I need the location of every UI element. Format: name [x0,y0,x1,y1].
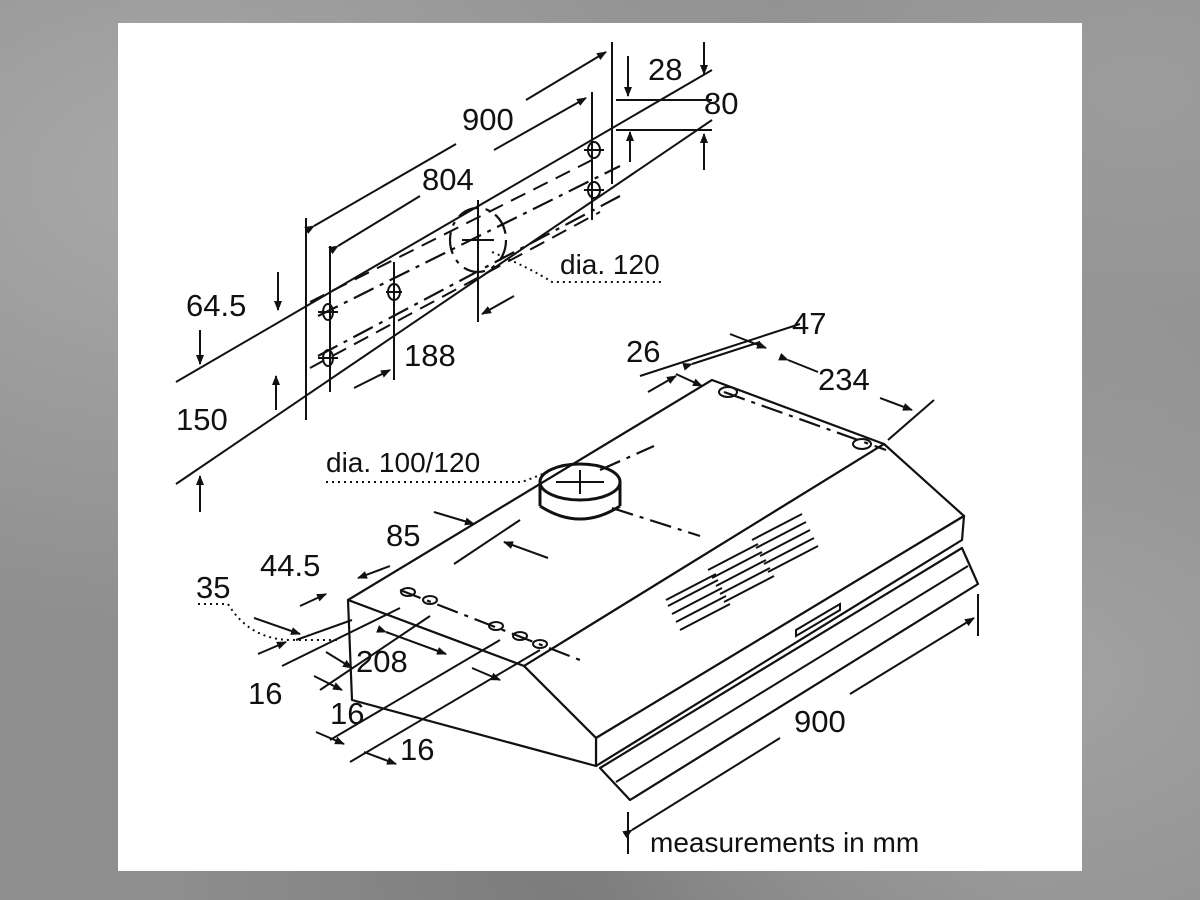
arrow-85-b [503,541,549,559]
label-150: 150 [176,402,228,437]
arrow-234-b [879,397,913,411]
hole-axis-lower [317,195,621,357]
top-axis-line [723,390,887,452]
ext-16-b [319,615,431,691]
dim-900-right [525,51,607,101]
hood-hole-2 [422,595,438,605]
label-804: 804 [422,162,474,197]
arrow-234-a [778,352,819,373]
ext-16-a [281,607,401,667]
label-188: 188 [404,338,456,373]
dim-900-bottom-right [849,617,975,695]
arrow-85-a [433,511,475,526]
label-900-bottom: 900 [794,704,846,739]
arrow-35-b [257,641,287,655]
cooker-hood-drawing: 47 26 234 dia. 100/120 85 44.5 35 208 16… [196,306,980,858]
label-208: 208 [356,644,408,679]
ext-85 [453,519,521,565]
hood-bottom-lip [598,546,980,802]
label-16-a: 16 [248,676,282,711]
collar-axis-a [611,506,701,538]
arrow-16-b [471,667,501,681]
label-16-c: 16 [400,732,434,767]
label-80: 80 [704,86,738,121]
arrow-47 [682,341,761,371]
exhaust-circle-120 [448,206,508,274]
exhaust-collar-cross [556,470,604,494]
hole-row-lower [309,211,601,369]
label-28: 28 [648,52,682,87]
label-35: 35 [196,570,230,605]
arrow-16-d [363,751,397,765]
label-85: 85 [386,518,420,553]
ext-234 [887,399,935,441]
label-16-b: 16 [330,696,364,731]
measurements-note: measurements in mm [650,827,919,858]
hood-hole-rear-right [852,438,872,450]
ext-16-c [329,639,501,741]
hood-lip-edge [615,565,969,783]
ext-35 [295,619,353,641]
arrow-26 [675,373,703,387]
hood-hole-4 [512,631,528,641]
wall-ref-line-2 [175,119,713,485]
hole-crosses [318,149,604,359]
arrow-16-a [313,675,343,691]
dim-900-bottom-left [622,737,781,839]
label-26: 26 [626,334,660,369]
exhaust-center-cross [462,226,494,254]
label-44-5: 44.5 [260,548,320,583]
hole-row-upper [309,155,601,303]
arrow-35 [253,617,301,635]
arrow-44-5-b [299,593,327,607]
label-47: 47 [792,306,826,341]
arrow-26-b [647,375,677,393]
vent-grille [665,513,819,631]
ext-26 [639,323,801,377]
dim-900-left [304,143,457,234]
arrow-188-b [481,295,515,315]
arrow-208-b [325,651,353,669]
dia-35-leader [198,603,340,641]
label-dia-120: dia. 120 [560,249,660,280]
ext-16-d [349,649,541,763]
label-900-top: 900 [462,102,514,137]
collar-axis-b [599,444,655,472]
dim-804-right [493,97,587,151]
exhaust-collar-bottom [539,504,621,521]
hood-hole-3 [488,621,504,631]
wall-ref-line-1 [175,69,713,383]
label-dia-100-120: dia. 100/120 [326,447,480,478]
hood-light-strip [795,602,841,638]
arrow-16-c [315,731,345,745]
dia-120-leader [491,251,664,283]
exhaust-collar-sides [538,482,622,506]
hood-hole-5 [532,639,548,649]
arrow-44-5 [357,565,391,579]
arrow-208 [376,625,447,655]
dim-804-left [328,195,421,255]
label-64-5: 64.5 [186,288,246,323]
hood-hole-1 [400,587,416,597]
hood-hole-rear-left [718,386,738,398]
label-234: 234 [818,362,870,397]
arrow-47-b [729,333,767,349]
arrow-188-a [353,369,391,389]
wall-mounting-plan: 900 28 80 804 dia. 120 64.5 188 150 [175,42,738,512]
